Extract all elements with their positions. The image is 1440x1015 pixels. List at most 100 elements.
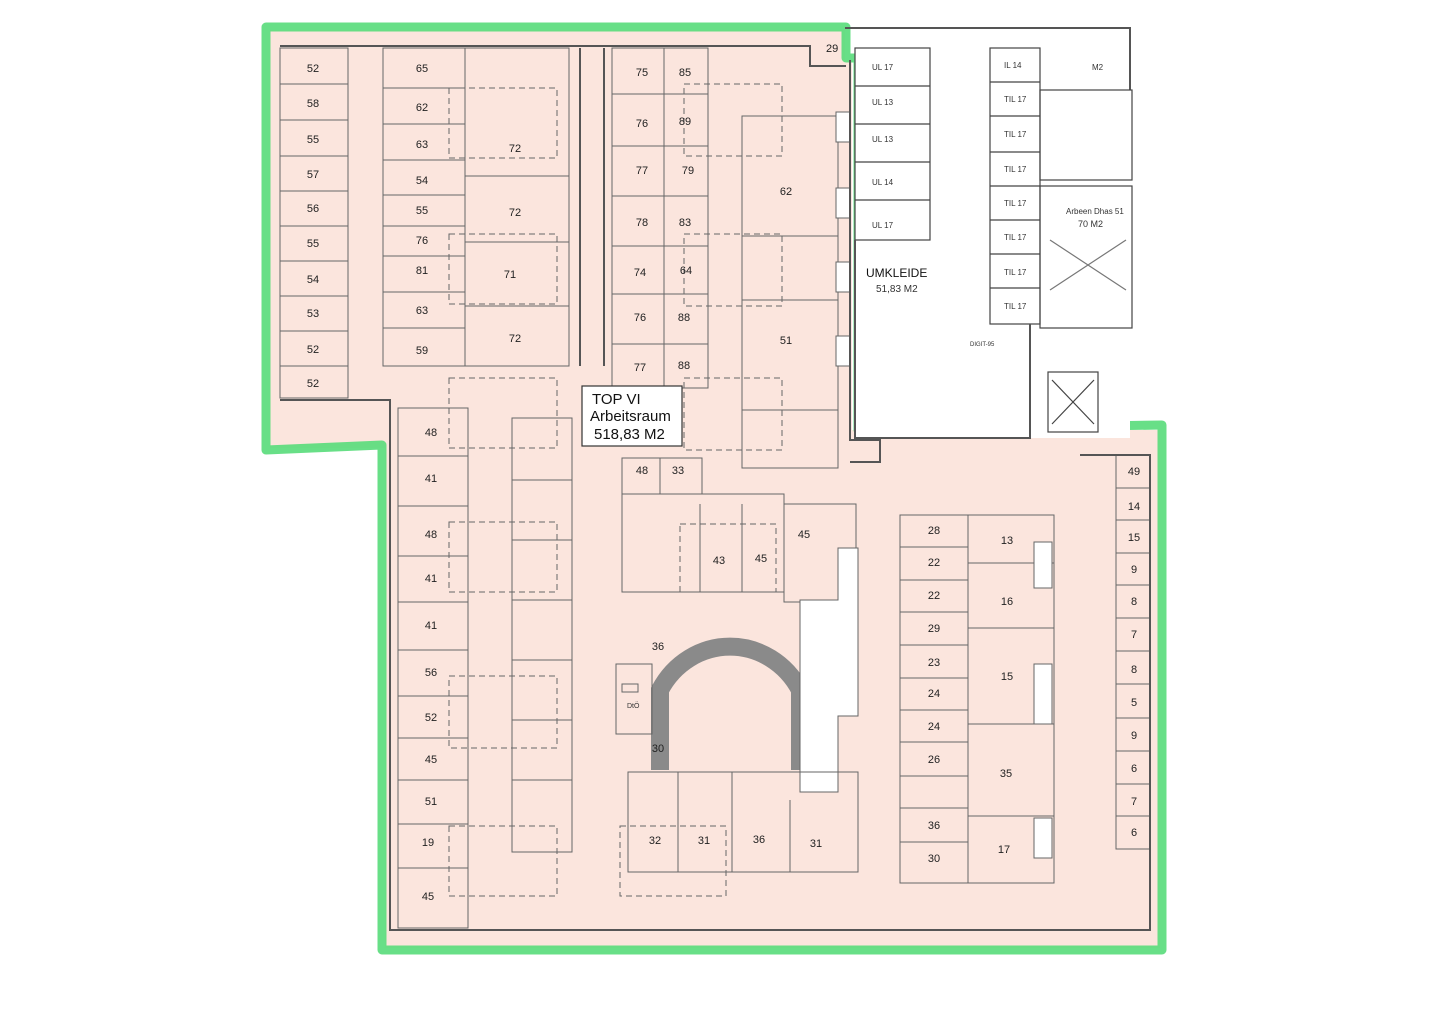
cell-label: 22 — [928, 557, 940, 569]
cell-label: 62 — [780, 186, 792, 198]
cell-label: 83 — [679, 217, 691, 229]
main-room-fill — [270, 30, 1160, 948]
cell-label: 32 — [649, 835, 661, 847]
cell-label: 51 — [780, 335, 792, 347]
cell-label: 31 — [810, 838, 822, 850]
cell-label: 43 — [713, 555, 725, 567]
horseshoe-wall — [651, 547, 859, 793]
locker-label-right: TIL 17 — [1004, 165, 1027, 174]
walls — [280, 45, 1151, 931]
cell-label: 85 — [679, 67, 691, 79]
cell-label: 35 — [1000, 768, 1012, 780]
cell-label: 75 — [636, 67, 648, 79]
cell-label: 45 — [798, 529, 810, 541]
cell-label: 17 — [998, 844, 1010, 856]
cell-label: 19 — [422, 837, 434, 849]
locker-label-left: UL 17 — [872, 63, 894, 72]
cell-label: 22 — [928, 590, 940, 602]
cell-label: 63 — [416, 305, 428, 317]
cell-label: 88 — [678, 312, 690, 324]
cell-label: 72 — [509, 207, 521, 219]
cell-label: 36 — [753, 834, 765, 846]
column-a — [279, 47, 349, 399]
cell-label: 72 — [509, 143, 521, 155]
column-f — [741, 111, 851, 469]
cell-label: 63 — [416, 139, 428, 151]
service-room — [615, 663, 653, 735]
cell-label: 24 — [928, 688, 940, 700]
main-room-name: Arbeitsraum — [590, 408, 671, 425]
room-outline — [261, 22, 1167, 955]
cell-label: 78 — [636, 217, 648, 229]
locker-label-right: TIL 17 — [1004, 302, 1027, 311]
cell-label: 24 — [928, 721, 940, 733]
cell-label: 81 — [416, 265, 428, 277]
cell-label: 57 — [307, 169, 319, 181]
column-de — [611, 47, 783, 451]
cell-label: 76 — [634, 312, 646, 324]
cell-label: 41 — [425, 473, 437, 485]
cell-label: 77 — [634, 362, 646, 374]
cell-label: 55 — [307, 238, 319, 250]
cell-label: 16 — [1001, 596, 1013, 608]
cell-label: 30 — [928, 853, 940, 865]
cell-label: 8 — [1131, 664, 1137, 676]
cell-label: 45 — [755, 553, 767, 565]
corner-label: 29 — [826, 43, 838, 55]
cell-label: 36 — [928, 820, 940, 832]
cell-label: 55 — [307, 134, 319, 146]
cell-label: 52 — [307, 378, 319, 390]
cell-label: 15 — [1001, 671, 1013, 683]
cell-label: 29 — [928, 623, 940, 635]
stair-room-area: 70 M2 — [1078, 219, 1103, 229]
cell-label: 71 — [504, 269, 516, 281]
small-room-label: DtÖ — [627, 702, 640, 710]
cell-label: 45 — [425, 754, 437, 766]
middle-bins — [511, 417, 573, 853]
cell-label: 54 — [307, 274, 319, 286]
locker-label-left: UL 17 — [872, 221, 894, 230]
dust-note: DIGIT-95 — [970, 342, 995, 348]
cell-label: 6 — [1131, 763, 1137, 775]
cell-label: 65 — [416, 63, 428, 75]
cell-label: 9 — [1131, 730, 1137, 742]
cell-label: 76 — [416, 235, 428, 247]
cell-label: 33 — [672, 465, 684, 477]
cell-label: 48 — [636, 465, 648, 477]
cell-label: 7 — [1131, 796, 1137, 808]
cell-label: 55 — [416, 205, 428, 217]
cell-label: 48 — [425, 427, 437, 439]
cell-label: 41 — [425, 620, 437, 632]
main-room-title: TOP VI — [592, 391, 641, 408]
cell-label: 52 — [425, 712, 437, 724]
cell-label: 6 — [1131, 827, 1137, 839]
locker-label-right: TIL 17 — [1004, 130, 1027, 139]
bottom-row — [619, 771, 859, 897]
central-block — [621, 457, 857, 603]
cell-label: 53 — [307, 308, 319, 320]
locker-label-left: UL 13 — [872, 98, 894, 107]
column-i — [967, 514, 1055, 884]
cell-label: 89 — [679, 116, 691, 128]
locker-label-right: IL 14 — [1004, 61, 1022, 70]
cell-label: 58 — [307, 98, 319, 110]
cell-label: 49 — [1128, 466, 1140, 478]
cell-label: 7 — [1131, 629, 1137, 641]
cell-label: 23 — [928, 657, 940, 669]
column-g — [397, 407, 558, 929]
cell-label: 31 — [698, 835, 710, 847]
cell-label: 72 — [509, 333, 521, 345]
cell-label: 76 — [636, 118, 648, 130]
main-room-label: TOP VI Arbeitsraum 518,83 M2 — [581, 385, 683, 447]
cell-label: 52 — [307, 344, 319, 356]
cell-label: 52 — [307, 63, 319, 75]
locker-label-right: TIL 17 — [1004, 199, 1027, 208]
cell-label: 36 — [652, 641, 664, 653]
stair-mark: M2 — [1092, 63, 1104, 72]
cell-label: 48 — [425, 529, 437, 541]
cell-label: 88 — [678, 360, 690, 372]
cell-label: 74 — [634, 267, 646, 279]
cell-label: 77 — [636, 165, 648, 177]
